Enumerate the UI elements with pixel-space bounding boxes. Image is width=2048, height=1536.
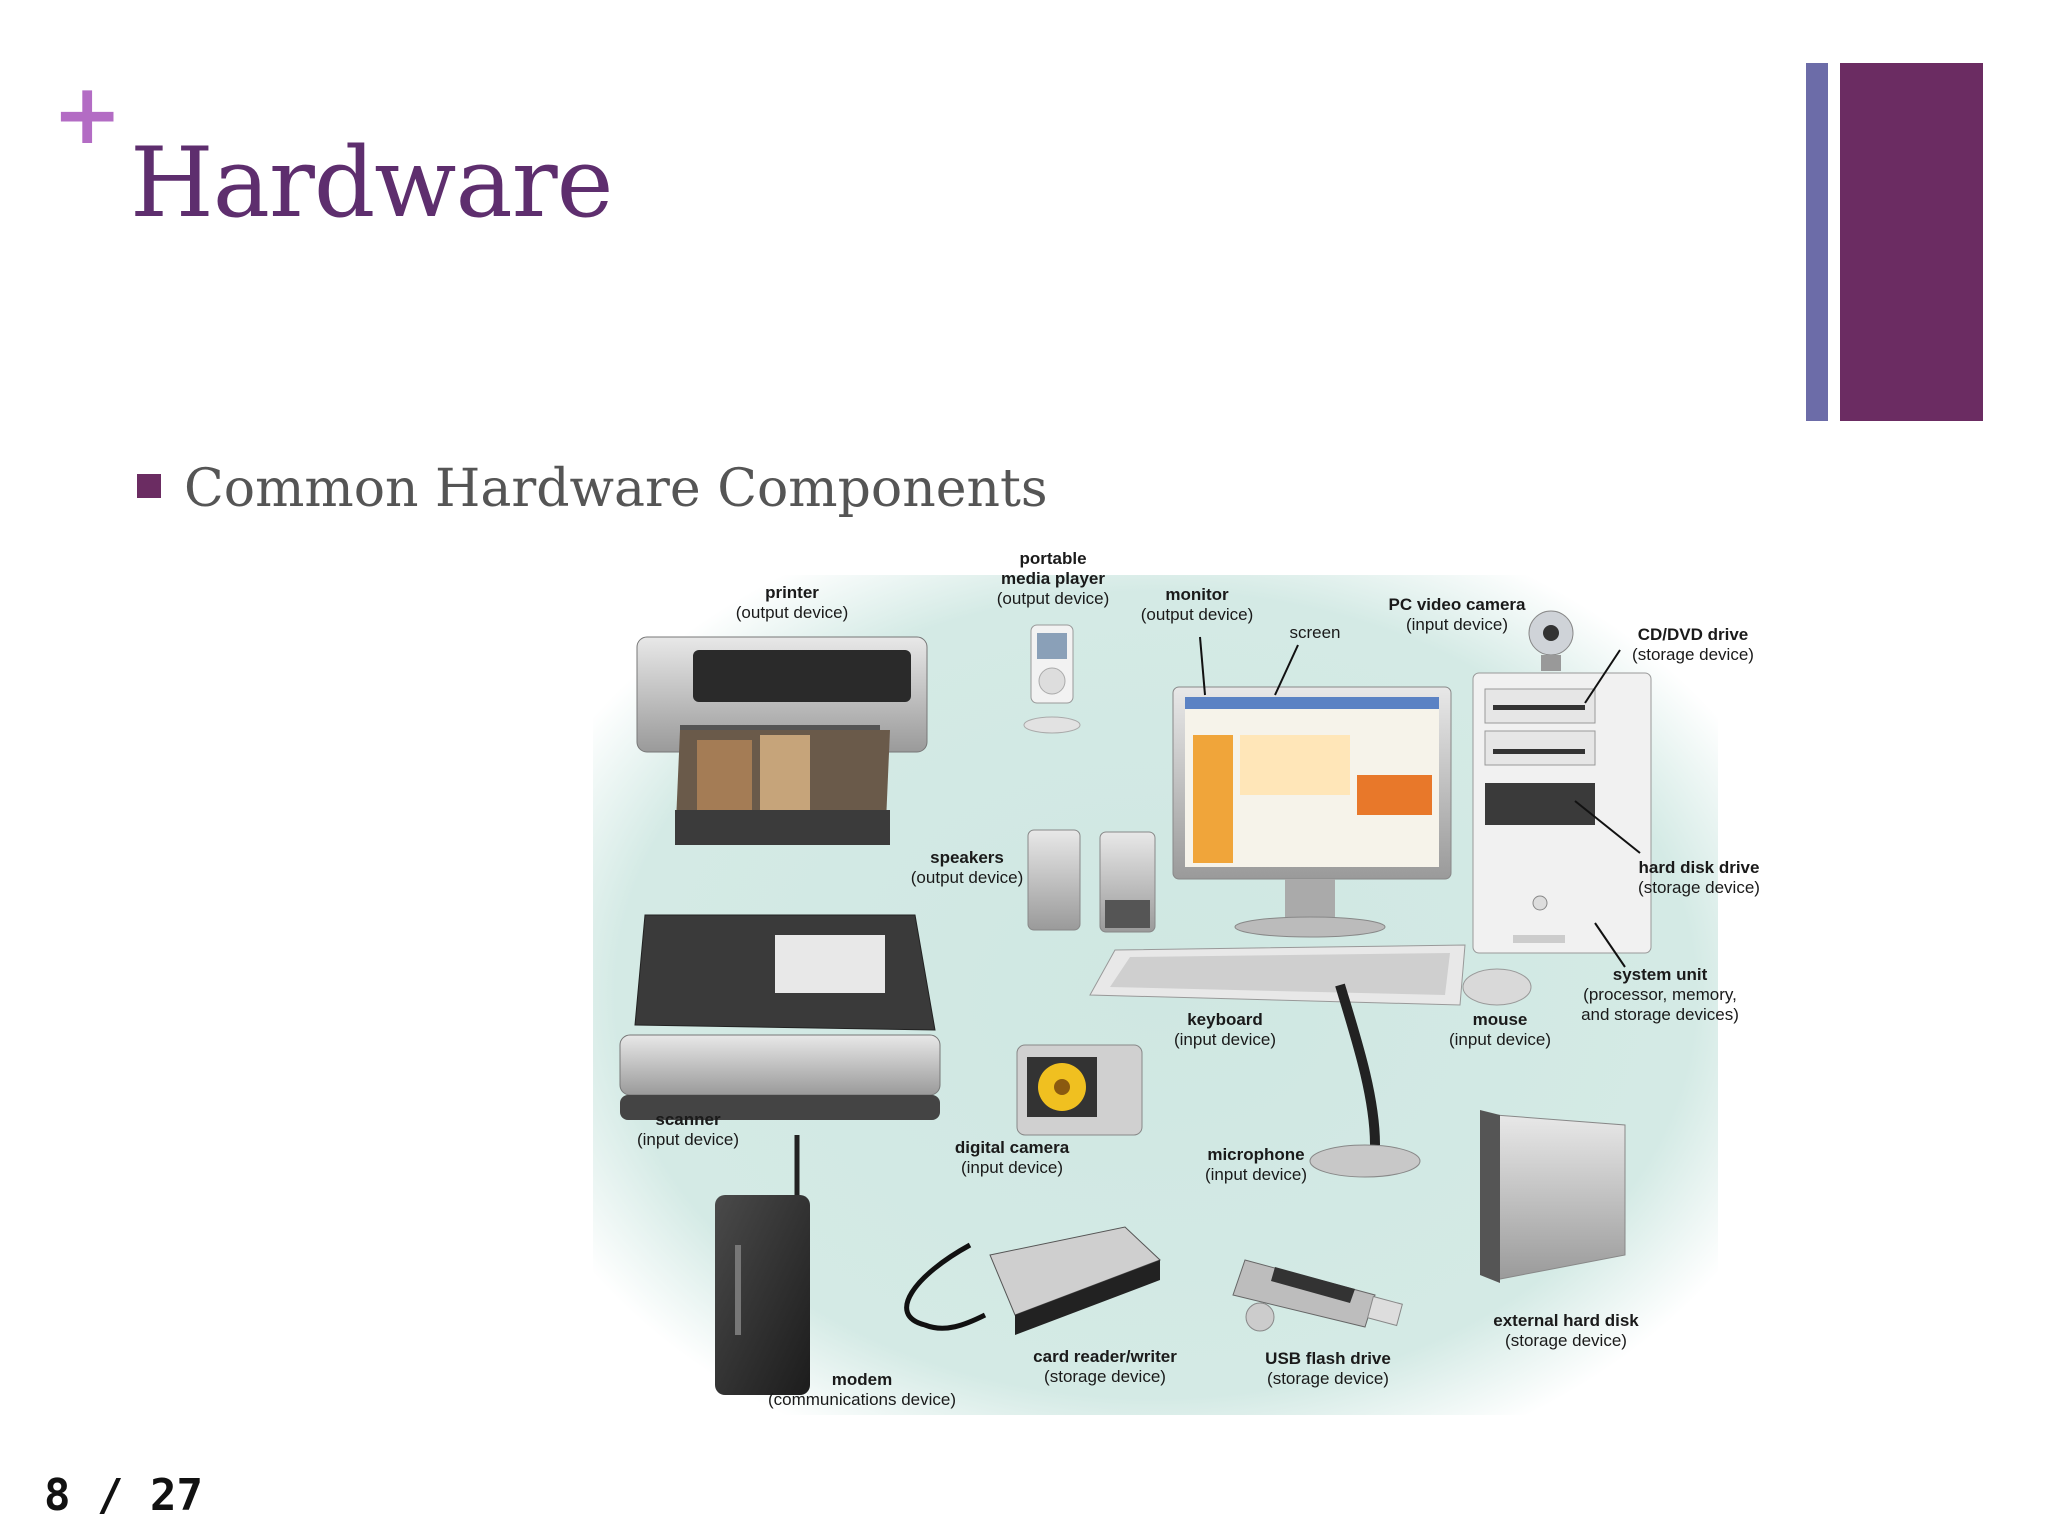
page-number: 8 / 27 <box>44 1470 203 1521</box>
label-screen: screen <box>1289 623 1341 642</box>
microphone-image <box>1309 983 1421 1178</box>
modem-image <box>715 1135 810 1395</box>
usb-flash-drive-image <box>1232 1259 1403 1332</box>
label-card-reader: card reader/writer (storage device) <box>1033 1347 1177 1386</box>
label-speakers: speakers (output device) <box>910 848 1024 887</box>
accent-bar-thick <box>1840 63 1983 421</box>
media-player-image <box>1023 624 1081 734</box>
pointer-lines <box>1199 636 1641 968</box>
label-pc-camera: PC video camera (input device) <box>1388 595 1526 634</box>
bullet-text: Common Hardware Components <box>184 459 1048 519</box>
card-reader-image <box>904 1226 1161 1335</box>
label-hard-disk-drive: hard disk drive (storage device) <box>1638 858 1760 897</box>
accent-bar-thin <box>1806 63 1828 421</box>
label-system-unit: system unit (processor, memory,and stora… <box>1581 965 1739 1024</box>
label-scanner: scanner (input device) <box>636 1110 740 1149</box>
printer-image <box>636 636 928 845</box>
monitor-image <box>1172 686 1452 938</box>
external-hard-disk-image <box>1480 1110 1626 1283</box>
label-external-hard-disk: external hard disk (storage device) <box>1493 1311 1639 1350</box>
label-modem: modem (communications device) <box>767 1370 957 1409</box>
hardware-illustration <box>593 575 1718 1415</box>
keyboard-image <box>1089 944 1466 1006</box>
label-microphone: microphone (input device) <box>1204 1145 1308 1184</box>
plus-icon: + <box>52 65 123 163</box>
pc-camera-image <box>1528 610 1574 671</box>
scanner-image <box>619 914 941 1120</box>
label-monitor: monitor (output device) <box>1140 585 1254 624</box>
label-keyboard: keyboard (input device) <box>1173 1010 1277 1049</box>
bullet-square-icon <box>137 474 161 498</box>
speakers-image <box>1027 829 1156 933</box>
digital-camera-image <box>1016 1044 1143 1136</box>
label-usb-flash-drive: USB flash drive (storage device) <box>1265 1349 1391 1388</box>
label-digital-camera: digital camera (input device) <box>954 1138 1070 1177</box>
label-printer: printer (output device) <box>735 583 849 622</box>
system-unit-image <box>1472 672 1652 954</box>
label-cd-dvd-drive: CD/DVD drive (storage device) <box>1632 625 1754 664</box>
slide-title: Hardware <box>130 127 613 239</box>
label-mouse: mouse (input device) <box>1448 1010 1552 1049</box>
mouse-image <box>1462 968 1532 1006</box>
